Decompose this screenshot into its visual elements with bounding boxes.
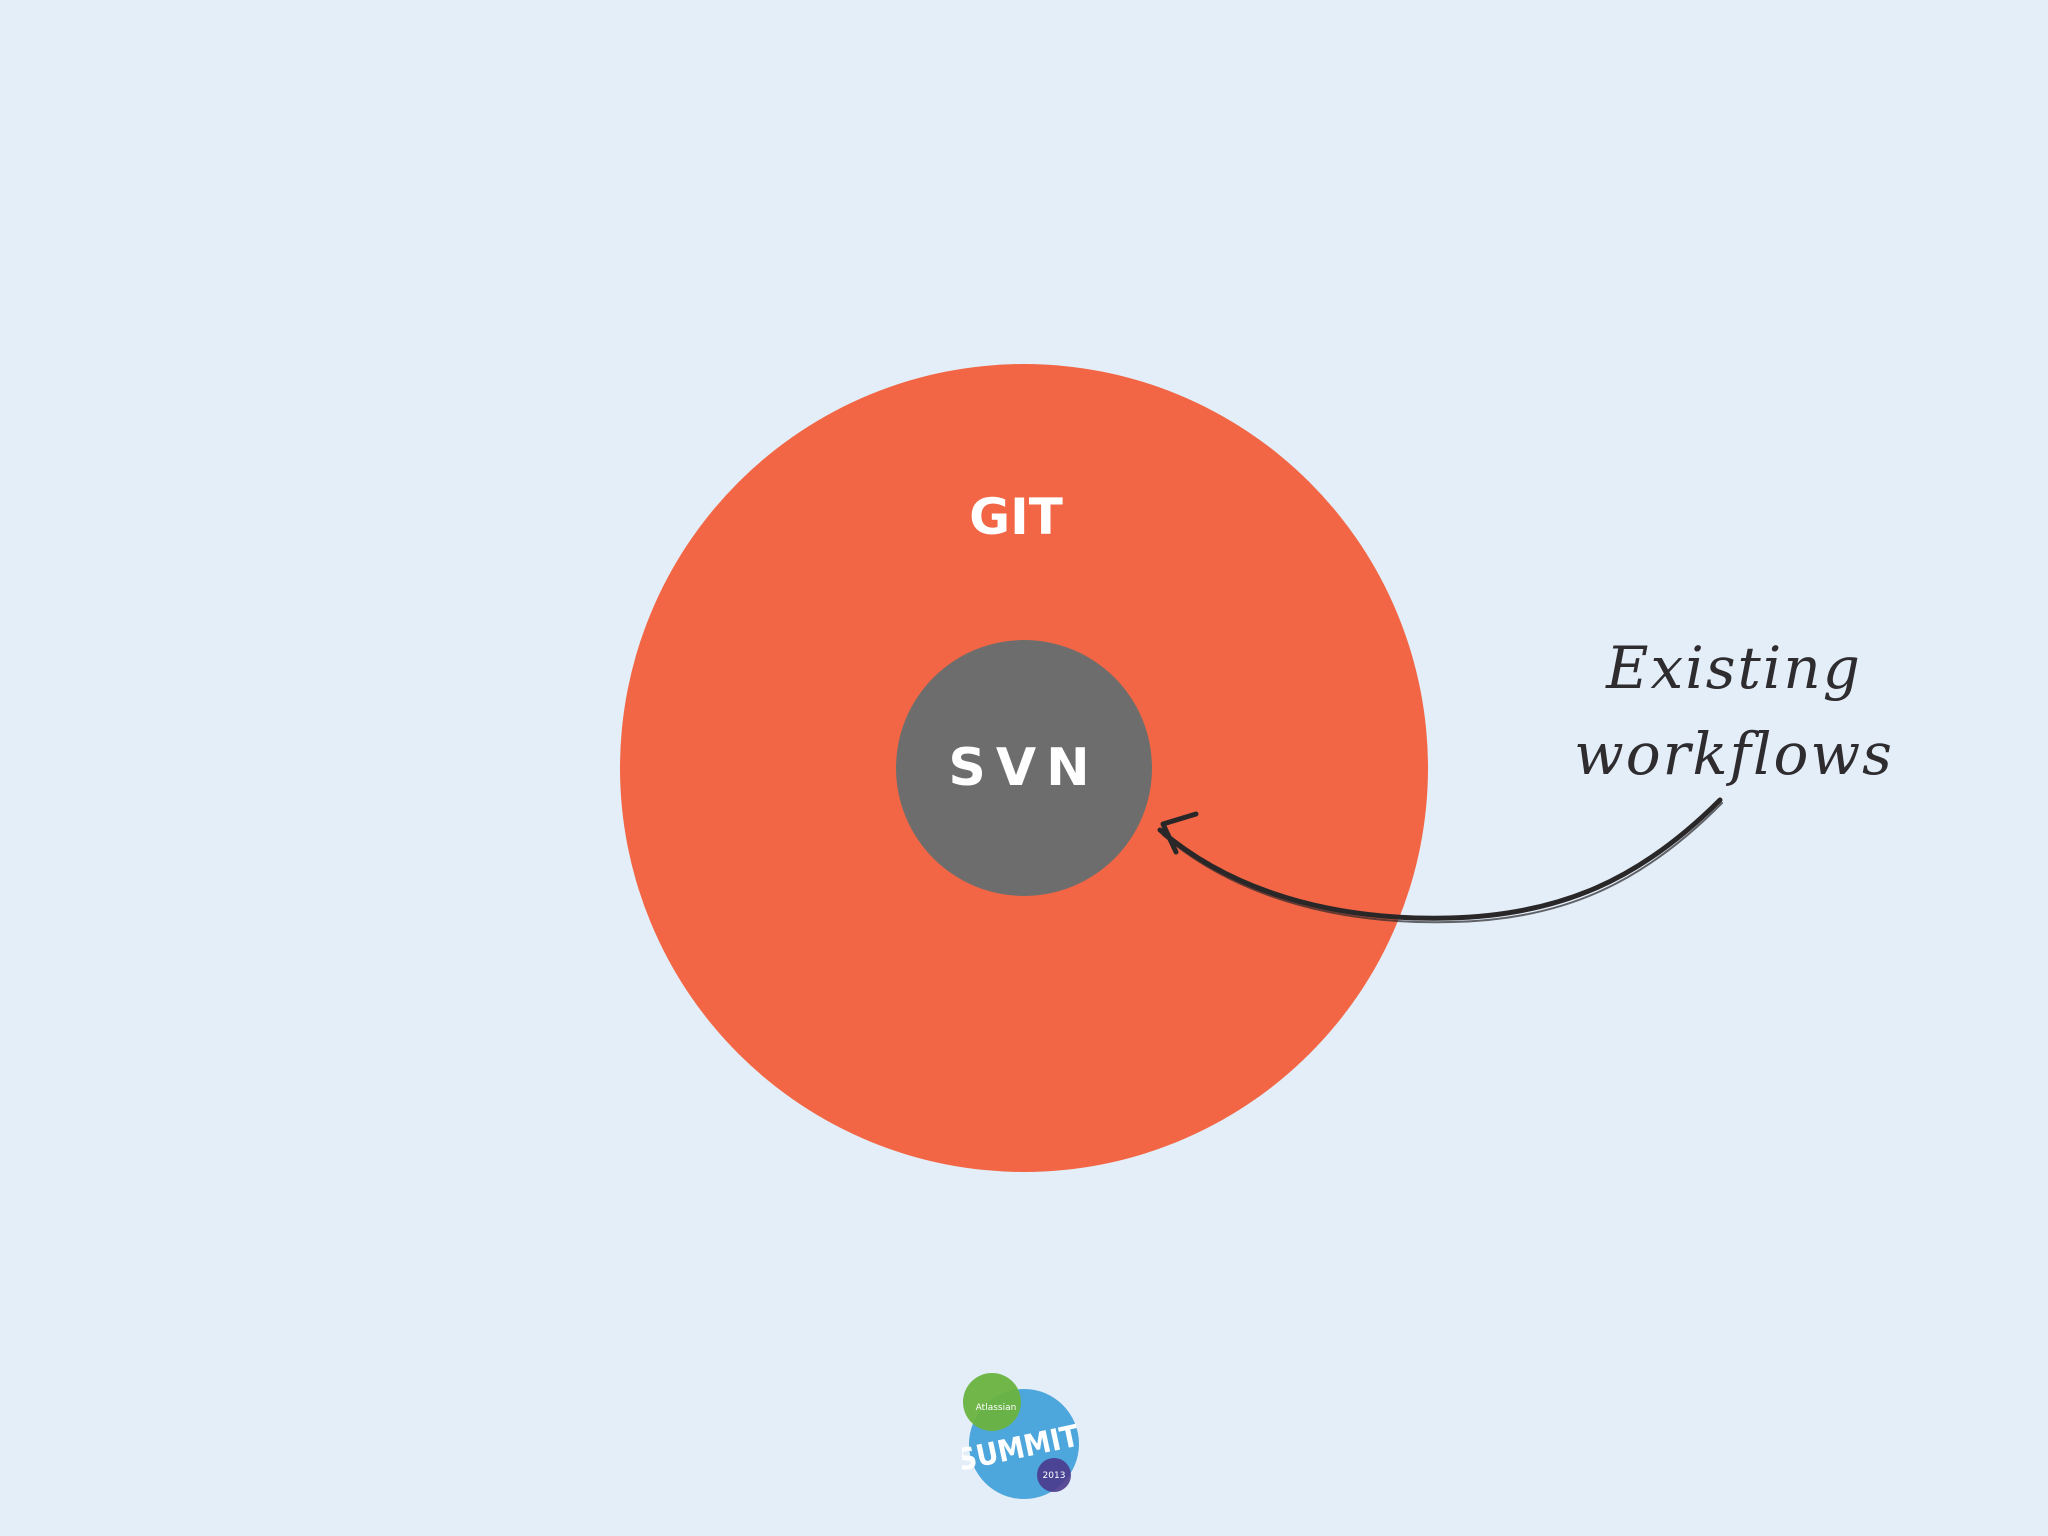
svn-label: SVN [948, 738, 1100, 798]
annotation-text: Existing workflows [1574, 625, 1894, 797]
logo-green-circle [963, 1373, 1021, 1431]
svn-circle [896, 640, 1152, 896]
annotation-line-1: Existing [1606, 634, 1862, 702]
atlassian-summit-logo: Atlassian SUMMIT 2013 [954, 1372, 1084, 1500]
logo-purple-circle [1037, 1458, 1071, 1492]
logo-graphic: Atlassian SUMMIT 2013 [954, 1373, 1083, 1499]
git-label: GIT [969, 488, 1063, 546]
annotation-arrow [1157, 797, 1723, 924]
annotation-line-2: workflows [1574, 720, 1894, 788]
logo-year-text: 2013 [1043, 1471, 1066, 1481]
logo-brand-text: Atlassian [976, 1403, 1017, 1413]
